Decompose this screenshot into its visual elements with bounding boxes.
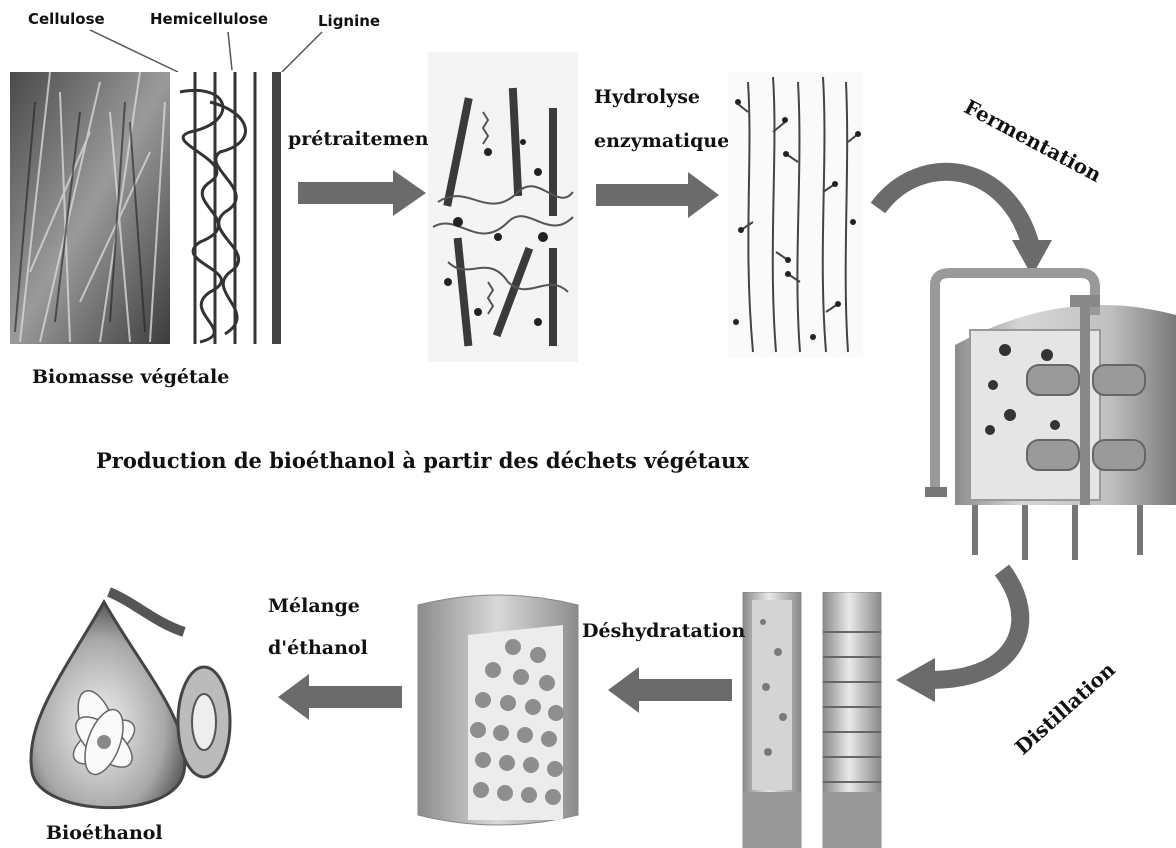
distillation-label: Distillation bbox=[1010, 657, 1120, 759]
arrow-pretraitement bbox=[298, 168, 428, 218]
melange-label-line1: Mélange bbox=[268, 595, 360, 617]
pretreated-fibers-image bbox=[428, 52, 578, 362]
hydrolyse-label-line2: enzymatique bbox=[594, 130, 729, 152]
hydrolyse-label-line1: Hydrolyse bbox=[594, 86, 700, 108]
dehydration-tank-image bbox=[413, 585, 583, 833]
arrow-melange bbox=[276, 672, 402, 722]
diagram-title: Production de bioéthanol à partir des dé… bbox=[96, 448, 749, 473]
distillation-columns-image bbox=[738, 592, 888, 848]
fermenter-image bbox=[915, 255, 1176, 573]
arrow-hydrolyse bbox=[596, 170, 721, 220]
deshydratation-label: Déshydratation bbox=[582, 620, 745, 642]
hydrolysed-sugars-image bbox=[728, 72, 863, 357]
pretraitement-label: prétraitement bbox=[288, 128, 437, 150]
arrow-distillation: Distillation bbox=[880, 560, 1176, 760]
arrow-fermentation: Fermentation bbox=[860, 80, 1176, 280]
arrow-deshydratation bbox=[606, 665, 732, 715]
biomass-image bbox=[10, 72, 285, 344]
bioethanol-label: Bioéthanol bbox=[46, 822, 163, 844]
bioethanol-drop-image bbox=[4, 582, 236, 822]
biomasse-label: Biomasse végétale bbox=[32, 366, 229, 388]
melange-label-line2: d'éthanol bbox=[268, 637, 368, 659]
